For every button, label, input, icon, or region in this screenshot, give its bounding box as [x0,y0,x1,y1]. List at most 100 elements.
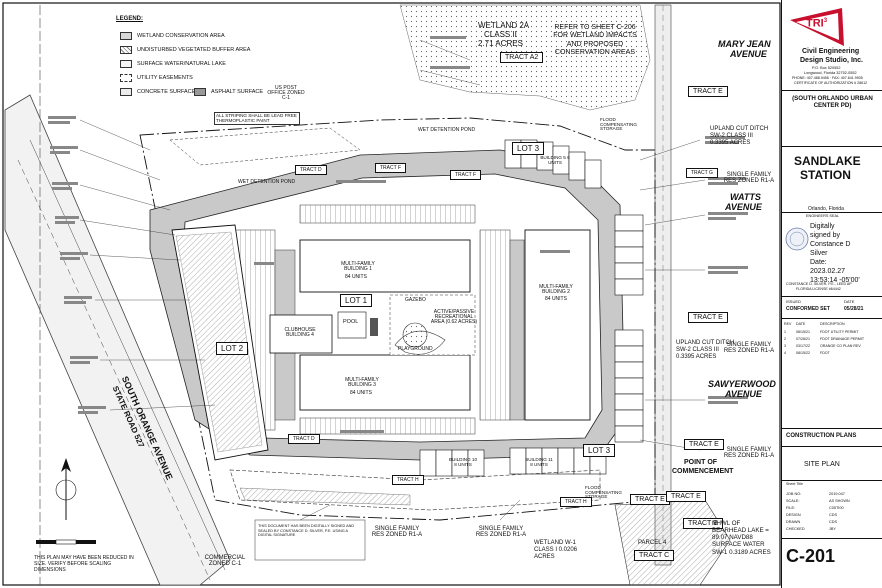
post-office-note: US POST OFFICE ZONED C-1 [267,85,305,101]
company-name-2: Design Studio, Inc. [800,57,864,64]
building-3-label: MULTI-FAMILY BUILDING 3 [345,377,379,388]
pool-label: POOL [343,319,359,325]
company-address: Longwood, Florida 32752-0552 [804,71,857,75]
revision-row: 3 03/17/22 ORANGE CO PLAN REV [784,344,861,348]
signature-line: Silver [810,250,828,257]
revision-header: REV DATE DESCRIPTION [784,322,845,326]
tract-e: TRACT E [688,312,728,323]
zoning-label: SINGLE FAMILY RES ZONED R1-A [723,172,775,184]
point-of-commencement: POINT OF [684,459,718,466]
flood-storage-note: FLOOD COMPENSATING STORAGE [585,485,622,500]
signature-line: Date: [810,259,827,266]
tract-b: TRACT B [683,518,723,529]
building-1-units: 84 UNITS [345,274,367,280]
revision-row: 2 07/28/21 FDOT DRAINAGE PERMIT [784,337,865,341]
revision-row: 4 08/15/22 FDOT [784,351,830,355]
north-arrow [55,458,77,520]
sheet-number: C-201 [786,546,836,566]
project-city: Orlando, Florida [808,206,844,212]
revisions-section: REV DATE DESCRIPTION 1 08/15/21 FDOT UTI… [782,318,882,429]
phase-label: CONSTRUCTION PLANS [786,433,857,439]
parcel-4-label: PARCEL 4 [638,540,667,546]
tract-f: TRACT F [450,170,482,180]
sawyerwood-street: SAWYERWOOD [708,379,776,389]
seal-section: ENGINEERS SEAL Digitally signed by Const… [782,212,882,284]
mary-jean-street: MARY JEAN [718,39,771,49]
signature-line: Constance D [810,241,851,248]
legend-item: UNDISTURBED VEGETATED BUFFER AREA [120,46,250,54]
recreation-label: ACTIVE/PASSIVE RECREATIONAL AREA (0.62 A… [430,309,478,325]
building-1-outline [299,239,471,293]
file-row: FILE:C05TI00 [786,506,844,510]
tract-a2: TRACT A2 [500,52,544,63]
tract-h: TRACT H [560,497,592,507]
signature-time: 13:53:14 -05'00' [810,277,860,284]
upland-ditch-note: UPLAND CUT DITCH SW-2 CLASS III 0.3395 A… [676,340,735,360]
signature-line: Digitally [810,223,835,230]
issued-label: ISSUED [786,299,801,304]
wet-pond-2: WET DETENTION POND [238,179,296,185]
company-logo [790,8,844,46]
zoning-label: SINGLE FAMILY RES ZONED R1-A [475,526,527,538]
title-block: TRI3 Civil Engineering Design Studio, In… [781,0,882,588]
building-3-outline [299,354,471,411]
tract-e: TRACT E [684,439,724,450]
legend-title: LEGEND: [116,16,143,22]
engineer-seal [785,227,809,251]
striping-note: ALL STRIPING SHALL BE LEAD FREE THERMOPL… [214,112,300,126]
issued-value: CONFORMED SET [786,306,830,312]
project-name-2: STATION [800,168,851,182]
company-name: Civil Engineering [802,48,860,55]
tract-e: TRACT E [688,86,728,97]
site-plan-drawing [2,2,781,586]
logo-mark: TRI3 [806,17,828,30]
wet-pond-1: WET DETENTION POND [418,127,476,133]
issued-section: ISSUED DATE CONFORMED SET 05/28/21 [782,296,882,317]
water-swatch [120,60,132,68]
tract-e: TRACT E [630,494,670,505]
sheet-title-label: Sheet Title [786,482,803,486]
zoning-label: SINGLE FAMILY RES ZONED R1-A [723,342,775,354]
sheet-name: SITE PLAN [804,461,840,468]
sheet-border [2,2,781,586]
buffer-swatch [120,46,132,54]
building-5-label: BUILDING 5 6 UNITS [540,155,570,165]
client-section: (SOUTH ORLANDO URBAN CENTER PD) [782,90,882,115]
building-3-units: 84 UNITS [350,390,372,396]
wetland-acres: 2.71 ACRES [478,39,523,48]
seal-label: ENGINEERS SEAL [806,214,840,218]
revision-row: 1 08/15/21 FDOT UTILITY PERMIT [784,330,859,334]
lot-3: LOT 3 [512,142,545,155]
tract-f: TRACT F [375,163,407,173]
job-number-row: JOB NO:2019.047 [786,492,845,496]
building-1-label: MULTI-FAMILY BUILDING 1 [341,261,375,272]
issued-date-label: DATE [844,299,855,304]
lot-3: LOT 3 [583,444,616,457]
wetland-class: CLASS II [484,30,517,39]
building-10-label: BUILDING 10 8 UNITS [448,457,478,467]
tract-e: TRACT E [666,491,706,502]
legend-item: CONCRETE SURFACE [120,88,195,96]
upland-ditch-note: UPLAND CUT DITCH SW-2 CLASS III 0.3395 A… [710,126,769,146]
phase-section: CONSTRUCTION PLANS [782,428,882,445]
client-label: (SOUTH ORLANDO URBAN CENTER PD) [792,95,873,110]
zoning-label: SINGLE FAMILY RES ZONED R1-A [371,526,423,538]
playground-label: PLAYGROUND [398,346,433,352]
point-of-commencement-sub: COMMENCEMENT [672,468,734,475]
sawyerwood-street-suffix: AVENUE [725,389,762,399]
job-info-section: Sheet Title JOB NO:2019.047 SCALE:AS SHO… [782,480,882,537]
bearhead-lake-note: NHWL OF BEARHEAD LAKE = 89.07 NAVD88 SUR… [712,520,771,556]
concrete-swatch [120,88,132,96]
issued-date: 05/28/21 [844,306,864,312]
building-2-outline [524,229,591,421]
signature-line: signed by [810,232,840,239]
gazebo-label: GAZEBO [405,297,426,303]
lot-1: LOT 1 [340,294,373,307]
wetland-title: WETLAND 2A [478,21,530,30]
clubhouse-label: CLUBHOUSE BUILDING 4 [284,327,316,338]
legend-item: SURFACE WATER/NATURAL LAKE [120,60,226,68]
company-address: P.O. Box 520552 [812,66,841,70]
